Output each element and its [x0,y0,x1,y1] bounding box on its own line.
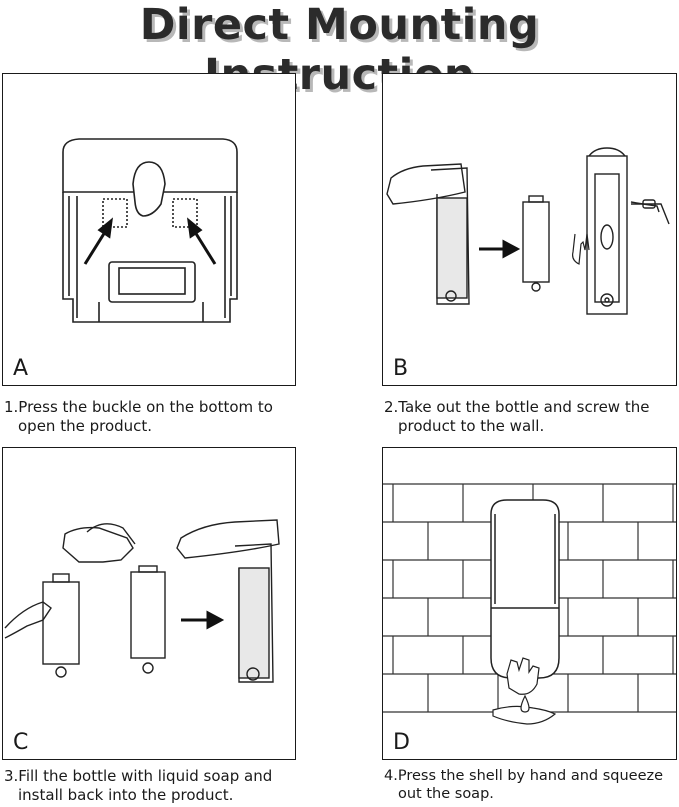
caption-line: 2.Take out the bottle and screw the [384,398,650,416]
panel-letter: D [393,730,410,755]
dispenser-open-illustration [62,138,238,323]
hand-icon [492,657,557,725]
dispenser-parts-illustration [386,147,670,315]
dispenser-front-illustration [490,499,560,679]
brick-wall-illustration [383,483,676,725]
caption-c: 3.Fill the bottle with liquid soap and i… [4,767,298,805]
arrow-icon [83,217,217,265]
panel-d: D [382,447,677,760]
caption-line: out the soap. [398,786,494,802]
panel-c: C [2,447,296,760]
caption-line: install back into the product. [18,786,234,804]
caption-d: 4.Press the shell by hand and squeeze ou… [384,767,678,803]
fill-bottle-illustration [4,519,280,683]
hand-icon [572,233,590,265]
panel-letter: A [13,356,29,381]
panel-letter: C [13,730,29,755]
soap-drop-icon [520,694,530,713]
arrow-icon [181,610,225,630]
panel-a: A [2,73,296,386]
caption-line: 3.Fill the bottle with liquid soap and [4,767,273,785]
caption-line: product to the wall. [398,417,545,435]
caption-line: 1.Press the buckle on the bottom to [4,398,273,416]
caption-a: 1.Press the buckle on the bottom to open… [4,398,296,436]
screwdriver-icon [630,199,660,213]
caption-b: 2.Take out the bottle and screw the prod… [384,398,678,436]
caption-line: open the product. [18,417,153,435]
panel-letter: B [393,356,409,381]
caption-line: 4.Press the shell by hand and squeeze [384,768,664,784]
panel-b: B [382,73,677,386]
arrow-icon [479,239,521,259]
